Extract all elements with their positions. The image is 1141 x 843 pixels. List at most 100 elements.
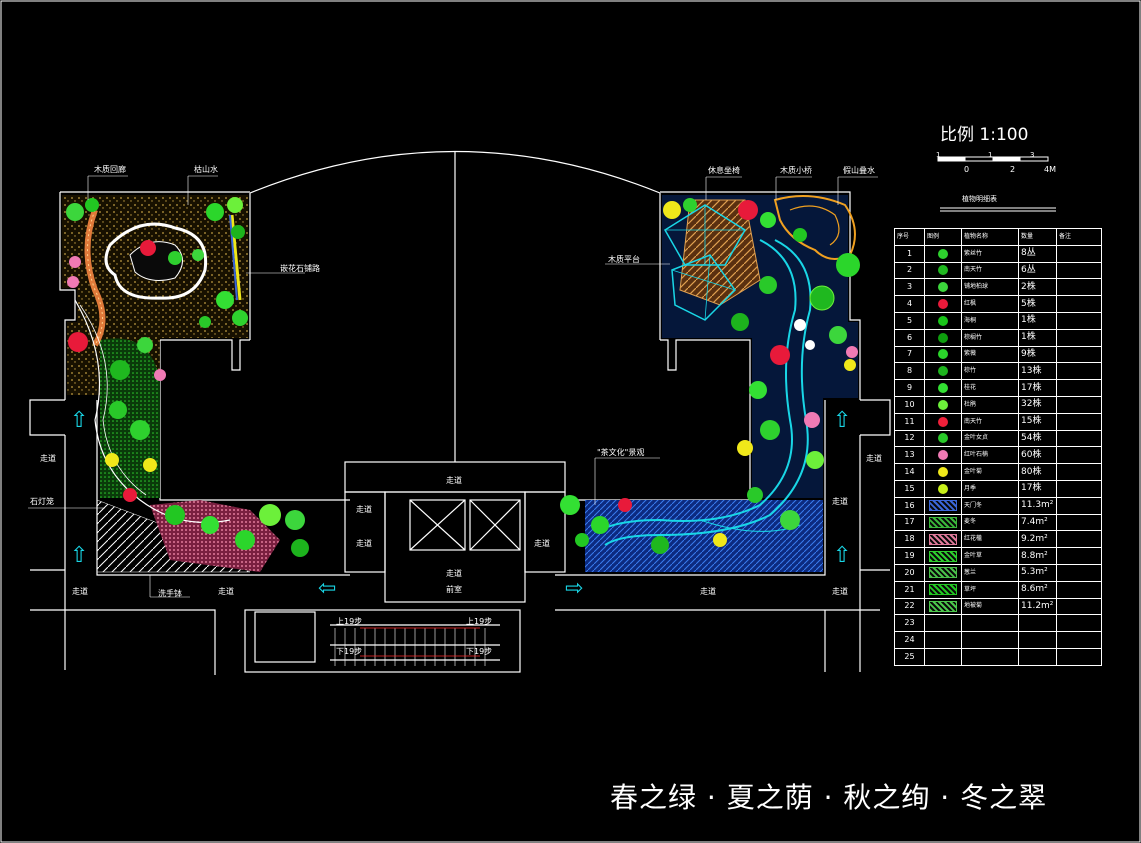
label-corridor: 走道 [534, 539, 550, 548]
ground-cover-swatch-icon [929, 567, 957, 579]
legend-number: 21 [894, 580, 925, 599]
footer-slogan: 春之绿 · 夏之荫 · 秋之绚 · 冬之翠 [610, 781, 1048, 814]
legend-plant-name: 月季 [961, 479, 1019, 498]
legend-symbol [924, 328, 962, 347]
legend-note [1056, 412, 1102, 431]
legend-symbol [924, 429, 962, 448]
plant-symbol-icon [938, 299, 948, 310]
label-wood-corridor: 木质回廊 [94, 165, 126, 174]
label-corridor: 走道 [356, 505, 372, 514]
ground-cover-swatch-icon [929, 533, 957, 545]
legend-plant-name: 草坪 [961, 580, 1019, 599]
label-front-room: 前室 [446, 585, 462, 594]
plant-symbol-icon [938, 450, 948, 461]
plant-symbol-icon [938, 483, 948, 494]
scale-tick: 1 [936, 151, 941, 159]
scale-tick: 3 [1030, 151, 1035, 159]
legend-number: 16 [894, 496, 925, 515]
legend-quantity: 17株 [1018, 479, 1057, 498]
legend-note [1056, 395, 1102, 414]
legend-plant-name: 桂花 [961, 379, 1019, 397]
legend-note [1056, 311, 1102, 330]
plant-symbol-icon [938, 399, 948, 410]
plant-symbol-icon [938, 416, 948, 427]
legend-plant-name: 天门冬 [961, 496, 1019, 515]
label-lantern: 石灯笼 [30, 497, 54, 506]
legend-symbol [924, 530, 962, 549]
label-rockery-pond: 假山叠水 [843, 166, 875, 175]
legend-header: 备注 [1056, 228, 1102, 246]
plant-symbol-icon [938, 315, 948, 326]
legend-plant-name: 杜鹃 [961, 395, 1019, 414]
legend-symbol [924, 244, 962, 263]
label-up-steps: 上19步 [336, 617, 363, 626]
label-rockery-water: 枯山水 [194, 165, 218, 174]
legend-number: 7 [894, 345, 925, 364]
legend-symbol [924, 479, 962, 498]
legend-symbol [924, 463, 962, 481]
legend-symbol [924, 278, 962, 297]
legend-row: 24 [894, 631, 1102, 649]
legend-header: 植物名称 [961, 228, 1019, 246]
label-corridor: 走道 [72, 587, 88, 596]
legend-number: 18 [894, 530, 925, 549]
scale-tick: 1 [988, 151, 993, 159]
legend-quantity: 8.6m² [1018, 580, 1057, 599]
legend-plant-name [961, 647, 1019, 666]
legend-note [1056, 563, 1102, 582]
legend-quantity: 7.4m² [1018, 513, 1057, 532]
legend-number: 14 [894, 463, 925, 481]
ground-cover-swatch-icon [929, 600, 957, 612]
legend-number: 5 [894, 311, 925, 330]
legend-title: 植物明细表 [962, 195, 997, 203]
label-corridor: 走道 [40, 454, 56, 463]
legend-plant-name: 铺地柏球 [961, 278, 1019, 297]
legend-note [1056, 295, 1102, 313]
legend-symbol [924, 362, 962, 381]
legend-row: 23 [894, 614, 1102, 633]
legend-quantity: 1株 [1018, 311, 1057, 330]
legend-number: 9 [894, 379, 925, 397]
legend-note [1056, 647, 1102, 666]
legend-number: 13 [894, 446, 925, 465]
legend-note [1056, 244, 1102, 263]
legend-note [1056, 530, 1102, 549]
legend-plant-name: 金叶菊 [961, 463, 1019, 481]
legend-plant-name: 红枫 [961, 295, 1019, 313]
legend-note [1056, 597, 1102, 616]
legend-number: 6 [894, 328, 925, 347]
plant-symbol-icon [938, 366, 948, 377]
legend-quantity: 9株 [1018, 345, 1057, 364]
legend-symbol [924, 311, 962, 330]
legend-number: 10 [894, 395, 925, 414]
legend-note [1056, 479, 1102, 498]
plant-symbol-icon [938, 383, 948, 394]
legend-symbol [924, 547, 962, 565]
plant-symbol-icon [938, 349, 948, 360]
ground-cover-swatch-icon [929, 550, 957, 562]
label-wood-deck: 木质平台 [608, 255, 640, 264]
legend-plant-name: 棕竹 [961, 362, 1019, 381]
plant-symbol-icon [938, 467, 948, 478]
legend-symbol [924, 446, 962, 465]
legend-plant-name: 海桐 [961, 311, 1019, 330]
legend-note [1056, 580, 1102, 599]
legend-note [1056, 278, 1102, 297]
legend-note [1056, 345, 1102, 364]
legend-plant-name [961, 631, 1019, 649]
legend-quantity [1018, 631, 1057, 649]
legend-plant-name: 麦冬 [961, 513, 1019, 532]
legend-quantity: 6丛 [1018, 261, 1057, 280]
